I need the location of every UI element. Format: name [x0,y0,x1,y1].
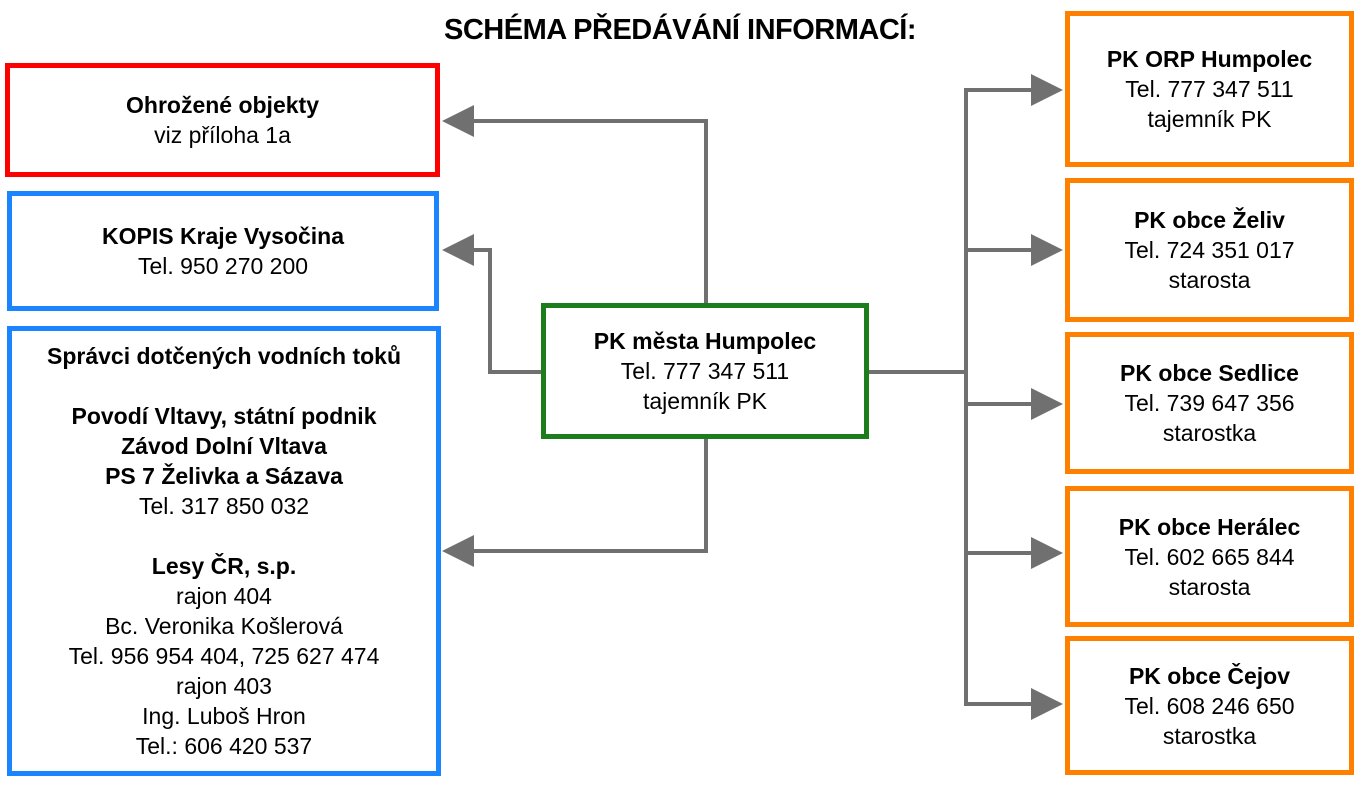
arrow-to-threatened [442,105,708,303]
povodi-line: PS 7 Želivka a Sázava [105,463,343,489]
right-box-heralec: PK obce Herálec Tel. 602 665 844 starost… [1065,486,1354,627]
box-line: viz příloha 1a [154,122,291,148]
box-tel: Tel. 777 347 511 [620,358,790,384]
lesy-line: Bc. Veronika Košlerová [105,613,343,639]
arrow-to-rivers [442,438,708,567]
lesy-line: rajon 403 [176,673,272,699]
box-role: tajemník PK [643,388,767,414]
kopis-box: KOPIS Kraje Vysočina Tel. 950 270 200 [7,191,439,311]
box-tel: Tel. 608 246 650 [1124,692,1295,719]
box-tel: Tel. 602 665 844 [1124,543,1295,570]
right-box-sedlice: PK obce Sedlice Tel. 739 647 356 starost… [1065,332,1354,474]
box-title: Ohrožené objekty [126,92,319,118]
right-box-zeliv: PK obce Želiv Tel. 724 351 017 starosta [1065,178,1354,322]
box-title: KOPIS Kraje Vysočina [101,223,345,249]
center-box: PK města Humpolec Tel. 777 347 511 tajem… [541,303,869,439]
box-title: PK obce Herálec [1118,513,1301,540]
box-title: Správci dotčených vodních toků [46,343,402,369]
box-role: starosta [1168,267,1251,293]
river-managers-box: Správci dotčených vodních toků Povodí Vl… [7,326,441,776]
lesy-line: Tel. 956 954 404, 725 627 474 [68,643,380,669]
povodi-tel: Tel. 317 850 032 [138,493,310,519]
povodi-line: Povodí Vltavy, státní podnik [71,403,377,429]
lesy-title: Lesy ČR, s.p. [151,553,297,579]
povodi-line: Závod Dolní Vltava [121,433,327,459]
box-tel: Tel. 724 351 017 [1124,237,1295,263]
box-tel: Tel. 777 347 511 [1125,76,1294,102]
lesy-line: Tel.: 606 420 537 [135,733,313,759]
diagram-title: SCHÉMA PŘEDÁVÁNÍ INFORMACÍ: [444,14,916,46]
box-title: PK obce Želiv [1134,207,1285,233]
right-box-cejov: PK obce Čejov Tel. 608 246 650 starostka [1065,636,1354,775]
box-title: PK ORP Humpolec [1106,46,1313,72]
box-role: starostka [1162,722,1257,749]
box-role: tajemník PK [1147,106,1272,132]
arrow-to-kopis [442,234,541,374]
box-tel: Tel. 739 647 356 [1124,390,1295,416]
box-role: starostka [1162,420,1257,446]
lesy-line: Ing. Luboš Hron [142,703,306,729]
box-title: PK obce Čejov [1128,662,1291,689]
right-box-orp-humpolec: PK ORP Humpolec Tel. 777 347 511 tajemní… [1065,11,1354,167]
lesy-line: rajon 404 [176,583,272,609]
box-title: PK města Humpolec [593,328,817,354]
box-role: starosta [1168,573,1251,600]
threatened-objects-box: Ohrožené objekty viz příloha 1a [5,63,440,177]
box-title: PK obce Sedlice [1120,360,1299,386]
box-tel: Tel. 950 270 200 [137,253,309,279]
